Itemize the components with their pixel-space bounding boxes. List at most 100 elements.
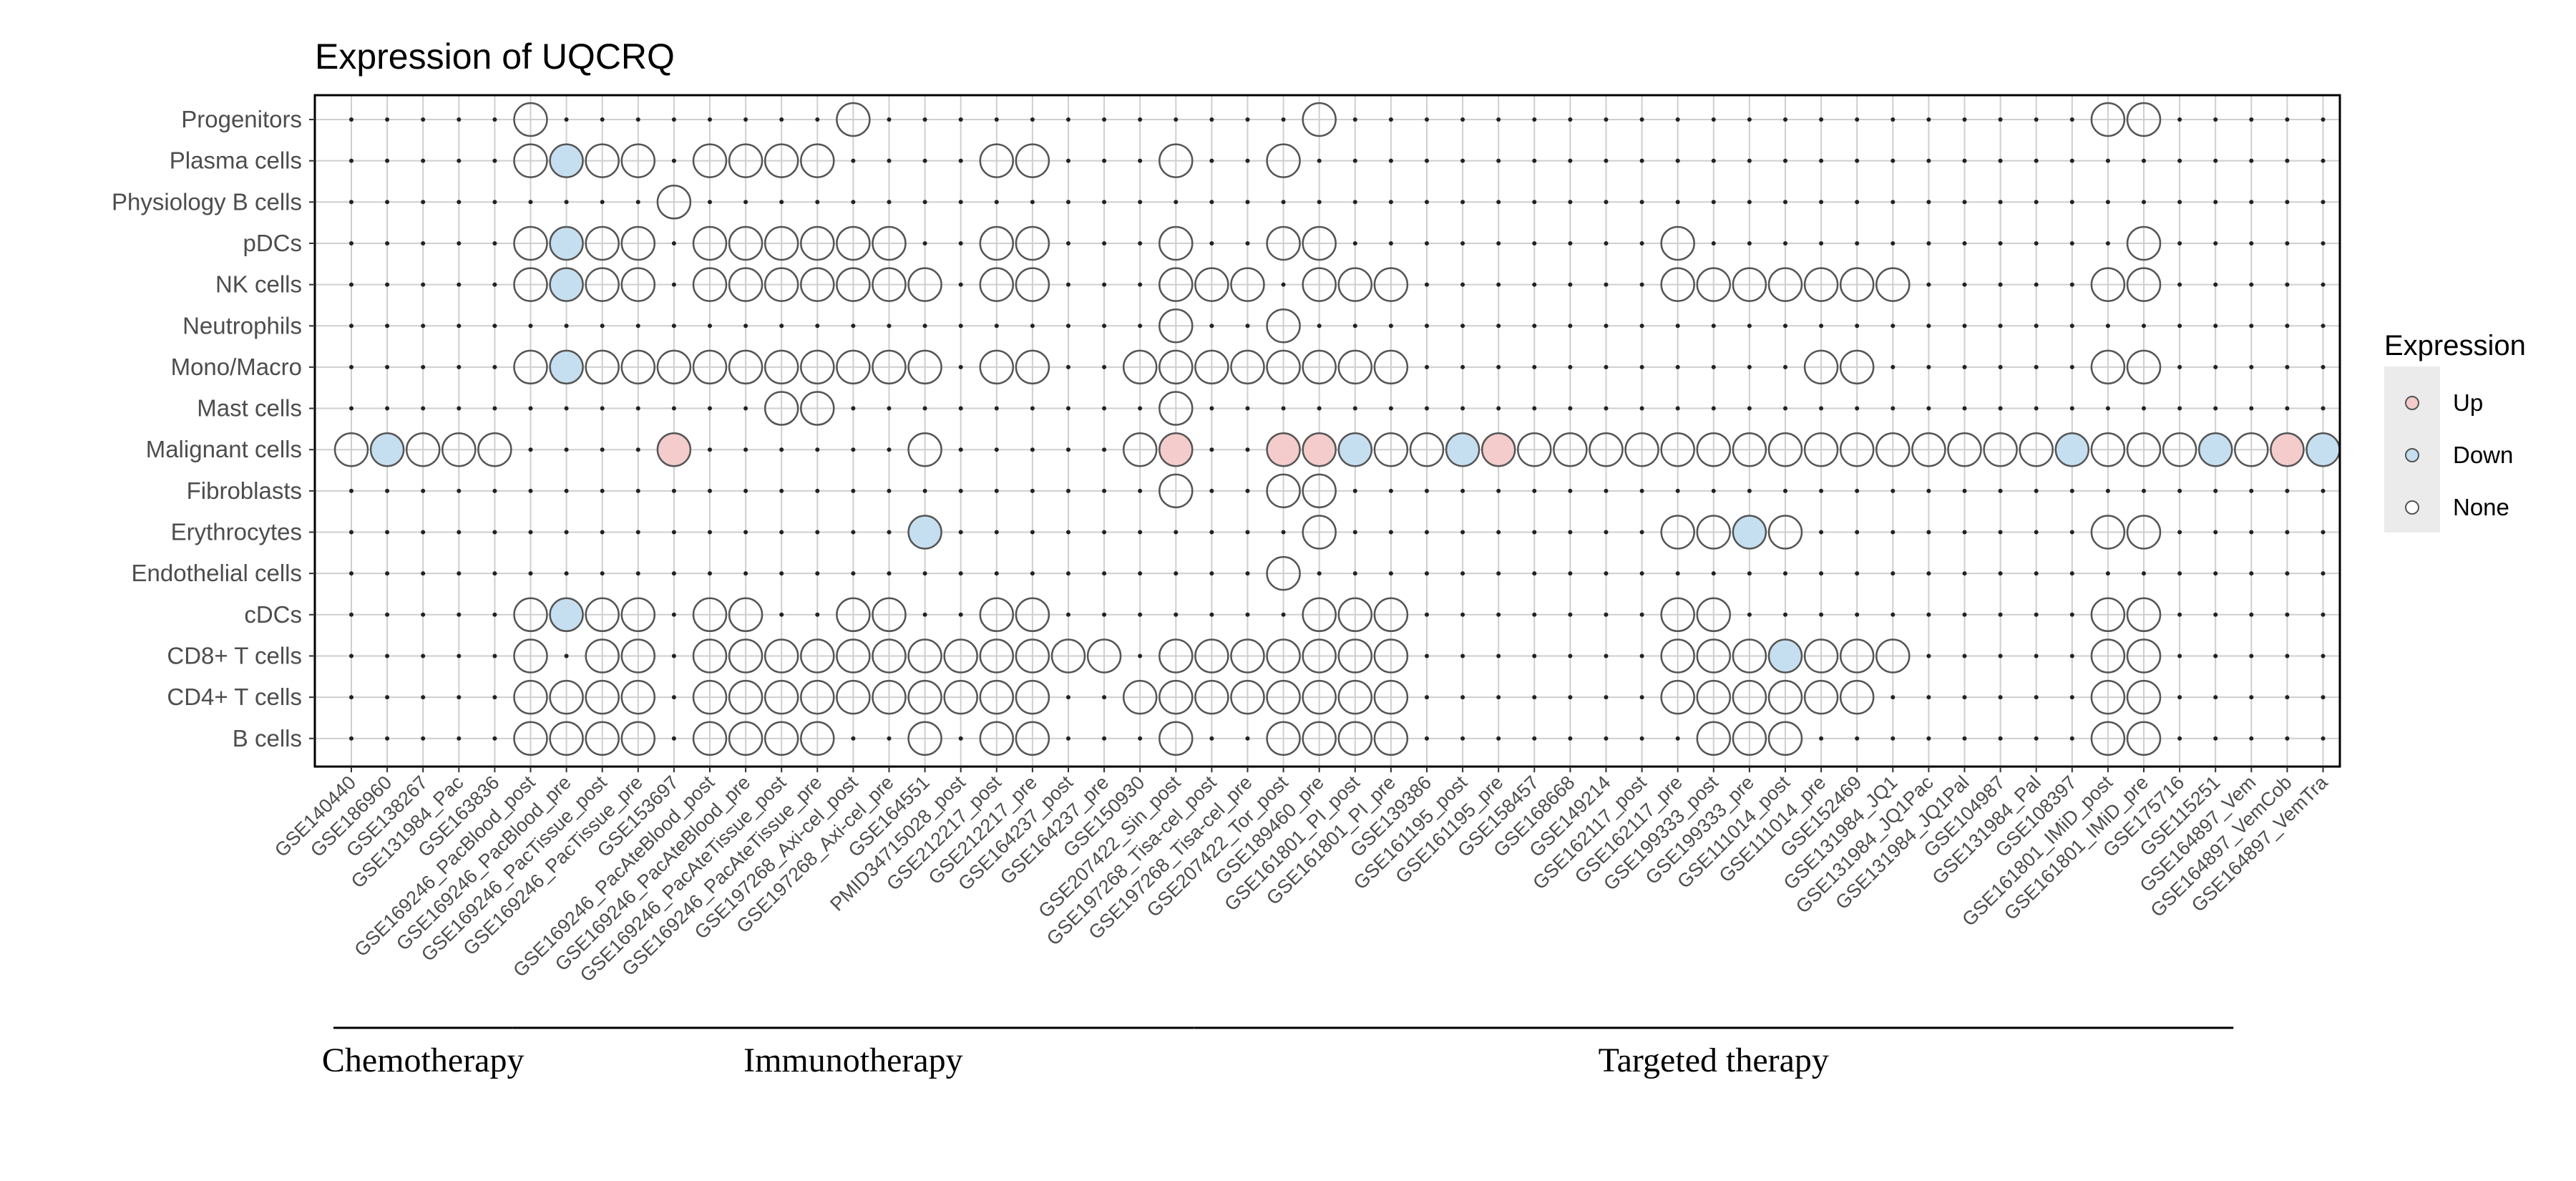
empty-marker: [1568, 488, 1573, 493]
point-none: [800, 391, 835, 426]
empty-marker: [421, 612, 426, 617]
point-none: [549, 721, 584, 756]
point-none: [620, 349, 656, 385]
empty-marker: [1568, 571, 1573, 576]
point-none: [1086, 638, 1122, 674]
empty-marker: [1962, 282, 1967, 287]
empty-marker: [1352, 406, 1357, 411]
point-none: [2162, 432, 2197, 467]
empty-marker: [815, 447, 820, 452]
empty-marker: [671, 571, 676, 576]
empty-marker: [2213, 736, 2218, 741]
point-none: [907, 349, 942, 385]
point-down: [549, 349, 584, 385]
empty-marker: [1639, 282, 1644, 287]
point-none: [1696, 267, 1732, 302]
empty-marker: [2177, 324, 2182, 329]
empty-marker: [1460, 282, 1465, 287]
point-none: [585, 225, 620, 261]
point-none: [800, 638, 835, 674]
empty-marker: [1425, 571, 1429, 576]
point-none: [692, 638, 728, 674]
empty-marker: [349, 240, 353, 246]
empty-marker: [2285, 653, 2290, 658]
empty-marker: [635, 447, 640, 452]
empty-marker: [2285, 282, 2290, 287]
point-none: [2090, 721, 2126, 756]
empty-marker: [1783, 117, 1787, 122]
empty-marker: [421, 571, 426, 576]
empty-marker: [1819, 406, 1824, 411]
empty-marker: [994, 488, 999, 493]
empty-marker: [1352, 324, 1357, 329]
empty-marker: [708, 530, 712, 535]
point-none: [2090, 432, 2126, 467]
empty-marker: [887, 488, 892, 493]
point-none: [1302, 679, 1337, 715]
empty-marker: [2213, 282, 2218, 287]
empty-marker: [1568, 324, 1573, 329]
y-tick-label: NK cells: [215, 271, 302, 298]
empty-marker: [1711, 406, 1716, 411]
empty-marker: [2321, 488, 2326, 493]
empty-marker: [1604, 612, 1609, 617]
legend-title: Expression: [2384, 330, 2526, 361]
empty-marker: [1102, 240, 1107, 246]
point-none: [692, 721, 728, 756]
empty-marker: [1030, 447, 1035, 452]
empty-marker: [1496, 612, 1501, 617]
empty-marker: [1568, 406, 1573, 411]
empty-marker: [2177, 158, 2182, 163]
empty-marker: [2321, 406, 2326, 411]
empty-marker: [2177, 653, 2182, 658]
empty-marker: [564, 571, 569, 576]
empty-marker: [958, 571, 963, 576]
empty-marker: [1711, 158, 1716, 163]
empty-marker: [743, 200, 748, 205]
empty-marker: [1926, 736, 1931, 741]
empty-marker: [1317, 406, 1322, 411]
empty-marker: [1675, 736, 1680, 741]
empty-marker: [2177, 364, 2182, 369]
empty-marker: [1317, 324, 1322, 329]
empty-marker: [492, 282, 497, 287]
empty-marker: [2321, 158, 2326, 163]
point-none: [585, 638, 620, 674]
empty-marker: [2142, 324, 2146, 329]
empty-marker: [385, 200, 390, 205]
y-tick-label: Malignant cells: [146, 436, 302, 462]
empty-marker: [1998, 406, 2003, 411]
empty-marker: [1639, 488, 1644, 493]
empty-marker: [1102, 364, 1107, 369]
empty-marker: [1245, 530, 1250, 535]
empty-marker: [385, 571, 390, 576]
empty-marker: [492, 736, 497, 741]
empty-marker: [492, 612, 497, 617]
point-none: [692, 225, 728, 261]
point-none: [441, 432, 477, 467]
empty-marker: [1604, 571, 1609, 576]
empty-marker: [2285, 158, 2290, 163]
empty-marker: [1352, 117, 1357, 122]
empty-marker: [1998, 364, 2003, 369]
point-none: [872, 638, 907, 674]
point-none: [1803, 679, 1839, 715]
point-none: [1050, 638, 1086, 674]
point-none: [907, 721, 942, 756]
empty-marker: [2177, 695, 2182, 700]
empty-marker: [1783, 240, 1787, 246]
empty-marker: [1496, 158, 1501, 163]
legend-label: Down: [2453, 442, 2513, 468]
point-none: [656, 349, 692, 385]
empty-marker: [564, 530, 569, 535]
y-tick-label: Fibroblasts: [187, 477, 302, 504]
empty-marker: [1711, 488, 1716, 493]
empty-marker: [1532, 200, 1537, 205]
point-none: [728, 721, 763, 756]
empty-marker: [671, 488, 676, 493]
empty-marker: [2249, 117, 2254, 122]
empty-marker: [1783, 488, 1787, 493]
point-none: [513, 597, 548, 633]
empty-marker: [994, 117, 999, 122]
empty-marker: [1460, 200, 1465, 205]
